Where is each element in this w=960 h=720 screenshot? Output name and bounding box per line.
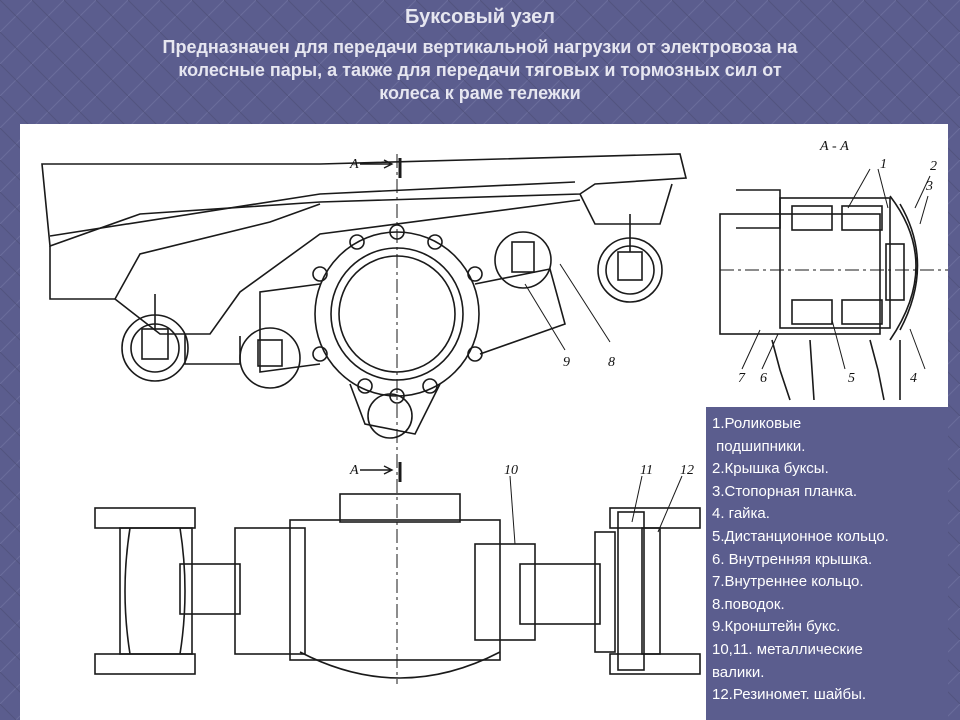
bottom-plan-view: [94, 475, 701, 679]
bogie-frame: [41, 153, 688, 335]
section-label: А - А: [819, 139, 849, 154]
callout-5: 5: [848, 371, 855, 386]
callout-2: 2: [930, 159, 937, 174]
legend-item: 8.поводок.: [712, 595, 785, 613]
legend-item: подшипники.: [712, 437, 806, 455]
technical-drawing: А А А - А 9 8 1 2 3 4 5 6 7 10 11 12 1.Р…: [20, 124, 948, 720]
callout-9: 9: [563, 355, 570, 370]
legend-item: 4. гайка.: [712, 505, 770, 523]
legend-item: валики.: [712, 663, 765, 681]
callout-7: 7: [738, 371, 746, 386]
subtitle-line: Предназначен для передачи вертикальной н…: [162, 37, 798, 57]
callout-10: 10: [504, 463, 518, 478]
legend-item: 9.Кронштейн букс.: [712, 618, 841, 636]
legend-item: 12.Резиномет. шайбы.: [712, 686, 867, 704]
legend-item: 10,11. металлические: [712, 640, 863, 658]
right-spring-assembly: [494, 214, 663, 303]
parts-legend: 1.Роликовые подшипники. 2.Крышка буксы. …: [706, 407, 948, 720]
callout-12: 12: [680, 463, 694, 478]
subtitle-line: колеса к раме тележки: [379, 83, 581, 103]
legend-item: 5.Дистанционное кольцо.: [712, 527, 889, 545]
callout-6: 6: [760, 371, 767, 386]
slide-subtitle: Предназначен для передачи вертикальной н…: [60, 36, 900, 105]
slide-title: Буксовый узел: [405, 6, 555, 28]
legend-item: 7.Внутреннее кольцо.: [712, 573, 864, 591]
section-mark-bottom: А: [349, 463, 359, 478]
axlebox-drawing-svg: А А А - А 9 8 1 2 3 4 5 6 7 10 11 12: [41, 139, 948, 684]
callout-1: 1: [880, 157, 887, 172]
callout-11: 11: [640, 463, 653, 478]
left-spring-assembly: [121, 294, 301, 389]
callout-4: 4: [910, 371, 917, 386]
subtitle-line: колесные пары, а также для передачи тяго…: [178, 60, 782, 80]
callout-8: 8: [608, 355, 615, 370]
callout-3: 3: [925, 179, 933, 194]
legend-item: 2.Крышка буксы.: [712, 460, 829, 478]
legend-item: 3.Стопорная планка.: [712, 482, 858, 500]
axlebox-body: [259, 224, 566, 439]
section-mark-top: А: [349, 157, 359, 172]
section-a-a: [719, 168, 948, 401]
legend-item: 1.Роликовые: [712, 415, 802, 432]
legend-item: 6. Внутренняя крышка.: [712, 550, 873, 568]
